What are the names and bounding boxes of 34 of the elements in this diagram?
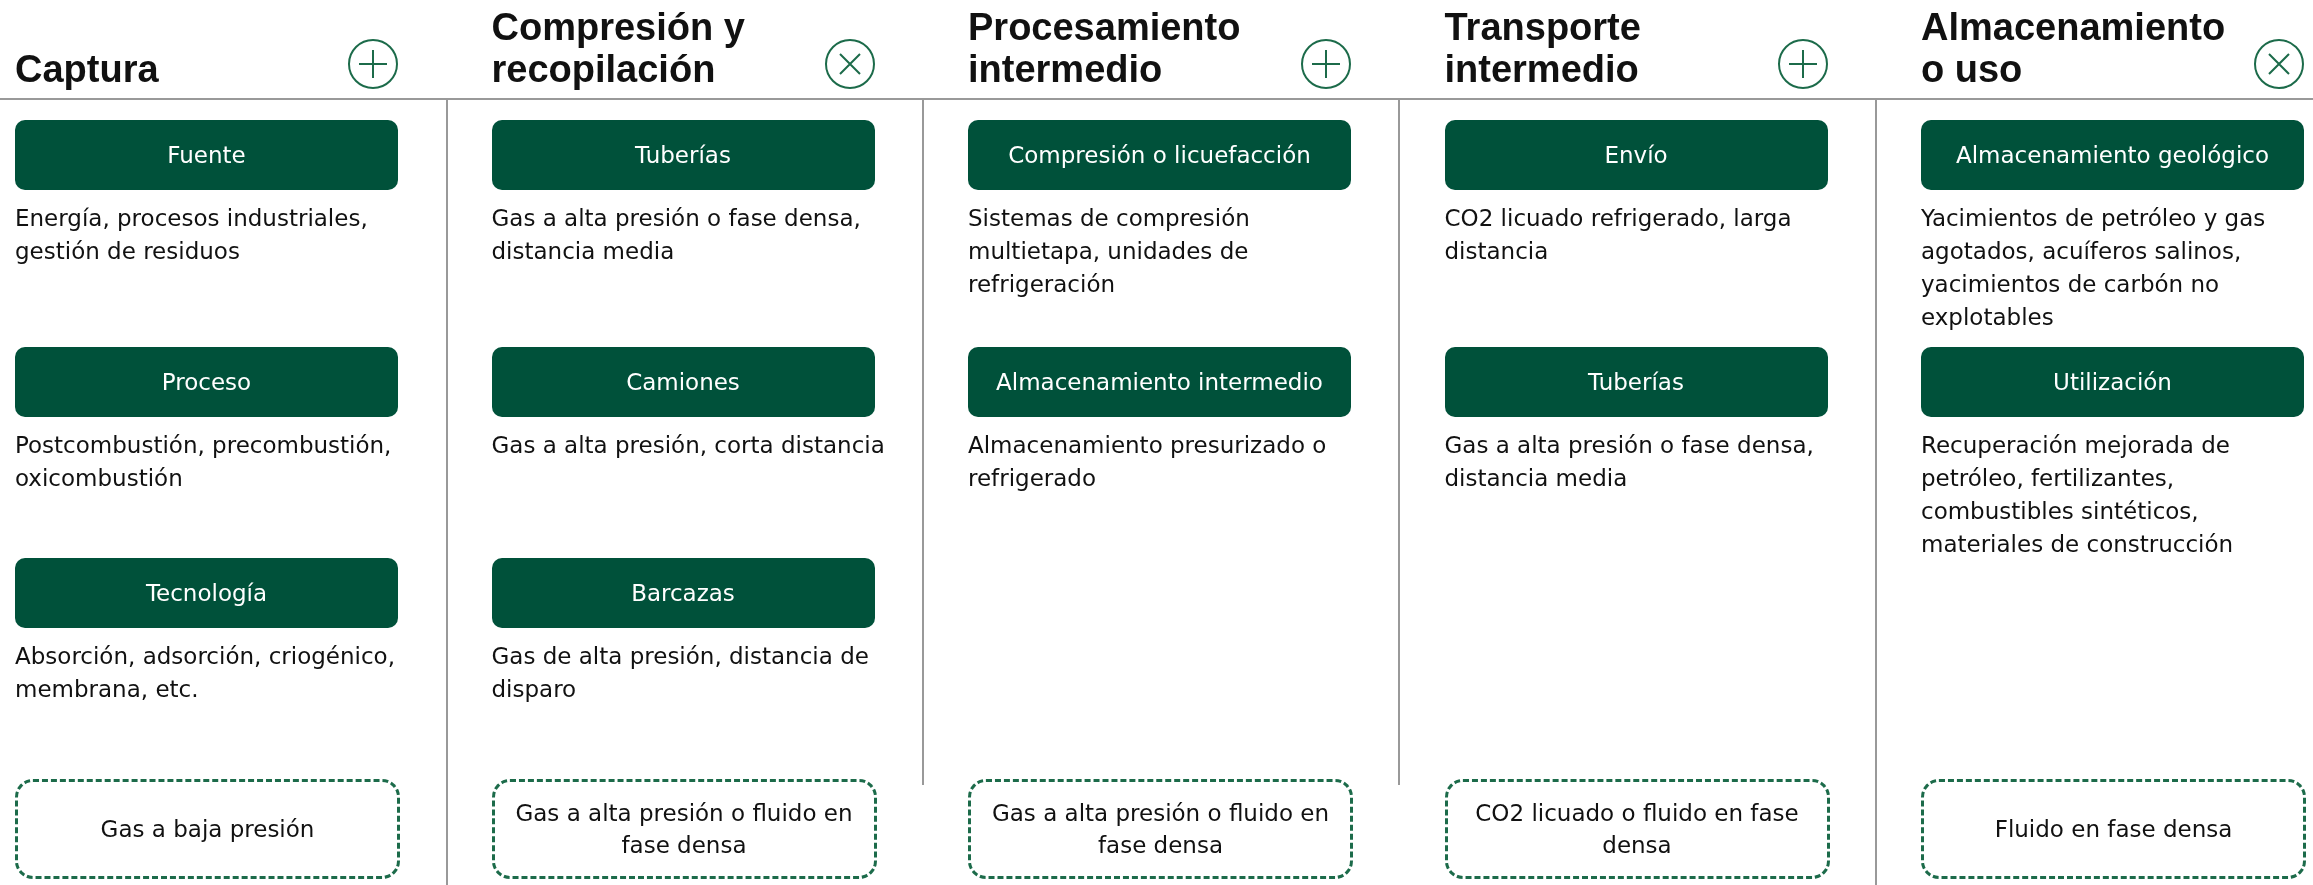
dashed-box: CO2 licuado o fluido en fase densa <box>1444 779 1830 879</box>
column-heading: Transporte intermedio <box>1444 6 1642 90</box>
column-heading: Captura <box>15 48 160 90</box>
description-text: Absorción, adsorción, criogénico, membrana, etc. <box>15 642 396 704</box>
category-box: Barcazas <box>491 558 875 628</box>
description-text: Energía, procesos industriales, gestión de residuos <box>15 204 369 266</box>
category-box: Utilización <box>1921 347 2304 417</box>
category-box: Almacenamiento geológico <box>1921 120 2304 190</box>
category-box: Camiones <box>491 347 875 417</box>
category-box: Fuente <box>15 120 398 190</box>
description-text: Postcombustión, precombustión, oxicombustión <box>15 431 393 493</box>
description-text: CO2 licuado refrigerado, larga distancia <box>1444 204 1793 266</box>
description-text: Gas a alta presión o fase densa, distancia media <box>1444 431 1815 493</box>
column-heading: Almacenamiento o uso <box>1921 6 2227 90</box>
dashed-box: Gas a alta presión o fluido en fase densa <box>968 779 1353 879</box>
description-text: Almacenamiento presurizado o refrigerado <box>968 431 1328 493</box>
description-text: Gas a alta presión, corta distancia <box>491 431 886 460</box>
dashed-box: Gas a baja presión <box>15 779 400 879</box>
description-text: Gas de alta presión, distancia de disparo <box>491 642 870 704</box>
category-box: Compresión o licuefacción <box>968 120 1351 190</box>
dashed-box: Fluido en fase densa <box>1921 779 2306 879</box>
column-heading: Compresión y recopilación <box>491 6 746 90</box>
description-text: Yacimientos de petróleo y gas agotados, acuíferos salinos, yacimientos de carbón no explotables <box>1921 204 2267 332</box>
category-box: Envío <box>1444 120 1828 190</box>
category-box: Tuberías <box>491 120 875 190</box>
description-text: Gas a alta presión o fase densa, distancia media <box>491 204 862 266</box>
dashed-box: Gas a alta presión o fluido en fase densa <box>491 779 877 879</box>
column-heading: Procesamiento intermedio <box>968 6 1242 90</box>
category-box: Tuberías <box>1444 347 1828 417</box>
category-box: Proceso <box>15 347 398 417</box>
description-text: Recuperación mejorada de petróleo, fertilizantes, combustibles sintéticos, materiales de construcción <box>1921 431 2235 559</box>
description-text: Sistemas de compresión multietapa, unidades de refrigeración <box>968 204 1251 299</box>
category-box: Tecnología <box>15 558 398 628</box>
category-box: Almacenamiento intermedio <box>968 347 1351 417</box>
